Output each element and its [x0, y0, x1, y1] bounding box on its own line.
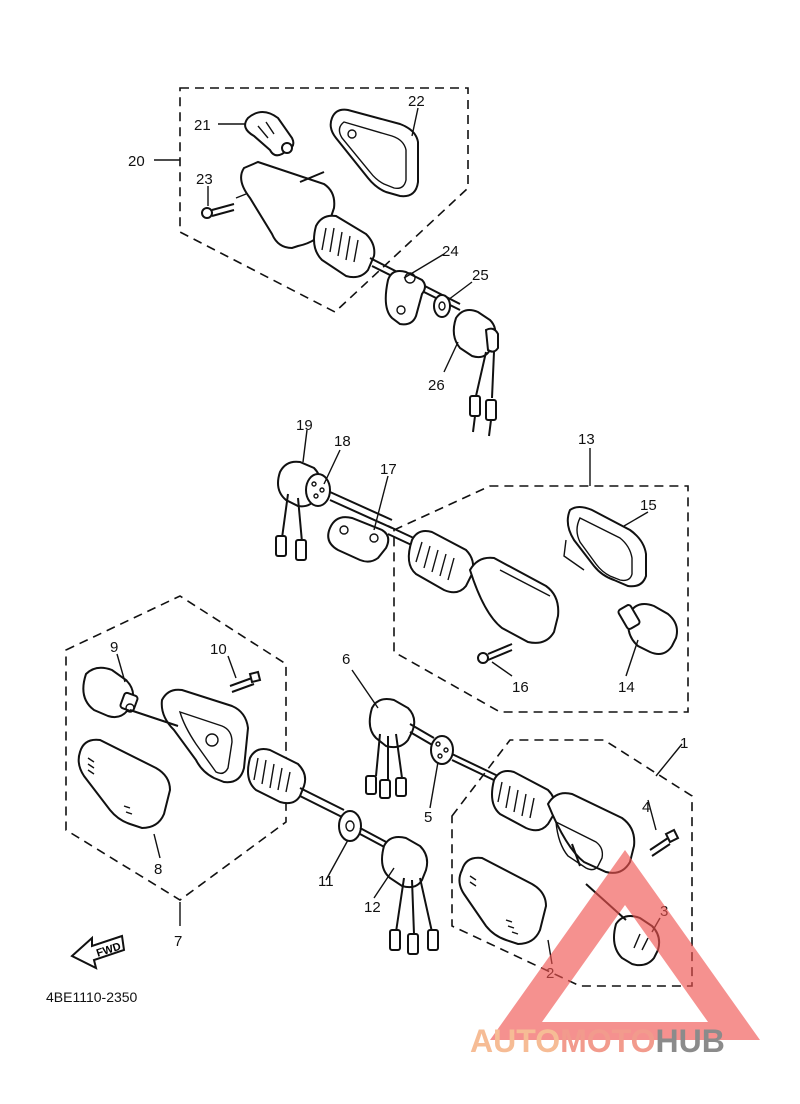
label-8: 8 [154, 861, 162, 878]
housing-13 [387, 525, 560, 644]
label-24: 24 [442, 243, 459, 260]
label-5: 5 [424, 809, 432, 826]
label-21: 21 [194, 117, 211, 134]
label-11: 11 [318, 873, 334, 890]
grommet-5 [430, 735, 499, 783]
bracket-17 [327, 516, 390, 563]
bulb-14 [617, 603, 678, 655]
lens-15 [563, 506, 647, 588]
label-22: 22 [408, 93, 425, 110]
housing-7 [129, 688, 345, 819]
socket-26 [452, 309, 499, 437]
label-9: 9 [110, 639, 118, 656]
screw-16 [477, 643, 513, 664]
assembly-13 [275, 460, 689, 713]
label-15: 15 [640, 497, 657, 514]
assembly-1-outline [451, 739, 693, 987]
housing-20 [240, 160, 461, 311]
lens-2 [458, 856, 548, 946]
diagram-code: 4BE1110-2350 [46, 989, 138, 1005]
watermark-auto: AUTO [470, 1023, 560, 1059]
label-17: 17 [380, 461, 397, 478]
watermark-hub: HUB [655, 1023, 724, 1059]
label-4: 4 [642, 799, 650, 816]
label-18: 18 [334, 433, 351, 450]
bulb-9 [82, 666, 139, 719]
assembly-7-outline [65, 595, 287, 901]
assembly-20 [179, 87, 499, 437]
label-12: 12 [364, 899, 381, 916]
screw-23 [201, 193, 247, 219]
label-7: 7 [174, 933, 182, 950]
screw-10 [229, 670, 262, 693]
label-13: 13 [578, 431, 595, 448]
label-20: 20 [128, 153, 145, 170]
label-16: 16 [512, 679, 529, 696]
label-10: 10 [210, 641, 227, 658]
fwd-arrow: FWD [70, 934, 126, 970]
socket-12 [381, 836, 439, 955]
screw-4 [649, 828, 680, 857]
grommet-18 [305, 473, 393, 529]
label-23: 23 [196, 171, 213, 188]
assembly-7: FWD [65, 595, 439, 970]
lens-22 [329, 108, 419, 198]
label-25: 25 [472, 267, 489, 284]
label-26: 26 [428, 377, 445, 394]
watermark-triangle [490, 850, 760, 1040]
assembly-20-outline [179, 87, 469, 313]
watermark: AUTOMOTOHUB [470, 850, 760, 1059]
leader-lines [116, 107, 683, 965]
grommet-11 [338, 810, 391, 851]
housing-1 [491, 770, 636, 874]
grommet-25 [433, 294, 451, 318]
lens-8 [77, 738, 172, 830]
bracket-24 [384, 270, 426, 326]
label-6: 6 [342, 651, 350, 668]
assembly-13-outline [393, 485, 689, 713]
watermark-text: AUTOMOTOHUB [470, 1023, 725, 1059]
watermark-moto: MOTO [560, 1023, 655, 1059]
label-1: 1 [680, 735, 688, 752]
socket-6 [365, 698, 435, 799]
label-19: 19 [296, 417, 313, 434]
bulb-21 [244, 111, 295, 157]
label-14: 14 [618, 679, 635, 696]
